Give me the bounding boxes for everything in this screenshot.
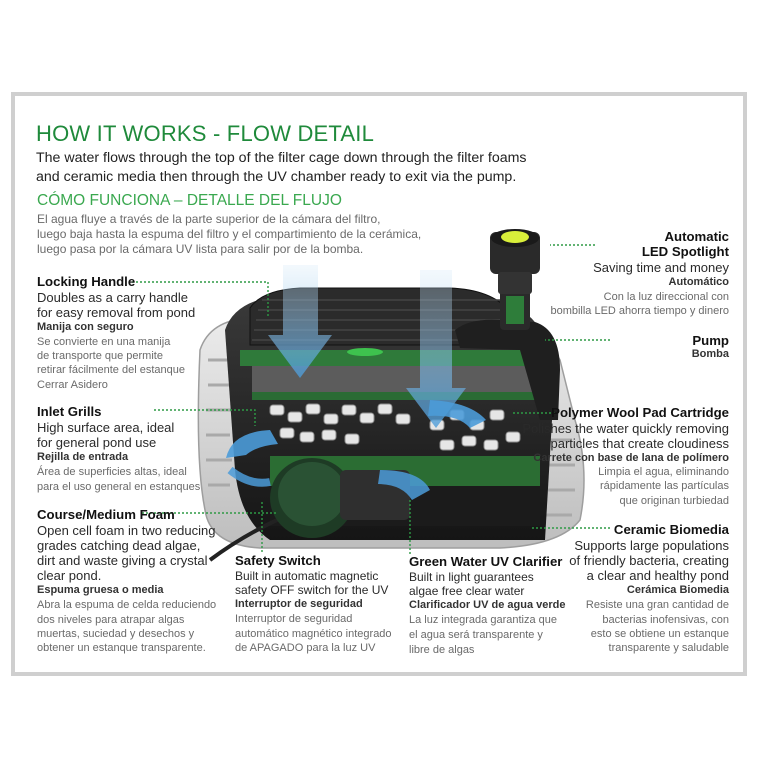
foam-es-4: obtener un estanque transparente. <box>37 642 206 654</box>
wool-pad-es-title: Carrete con base de lana de polímero <box>533 452 729 464</box>
foam-es-1: Abra la espuma de celda reduciendo <box>37 599 217 611</box>
ceramic-es-2: bacterias inofensivas, con <box>602 614 729 626</box>
locking-handle-es-2: de transporte que permite <box>37 350 163 362</box>
locking-handle-es-1: Se convierte en una manija <box>37 336 171 348</box>
pump-es-title: Bomba <box>691 348 729 360</box>
foam-desc-4: clear pond. <box>37 568 102 583</box>
locking-handle-es-title: Manija con seguro <box>37 321 134 333</box>
led-spotlight <box>490 229 540 294</box>
led-spotlight-title-1: Automatic <box>664 229 729 244</box>
ceramic-desc-3: a clear and healthy pond <box>586 568 729 583</box>
inlet-grills-desc-1: High surface area, ideal <box>37 420 175 435</box>
water-flow-arrows <box>226 265 486 500</box>
safety-switch-desc-1: Built in automatic magnetic <box>235 569 379 583</box>
uv-clarifier-es-2: el agua será transparente y <box>409 629 543 641</box>
pump-body <box>455 290 560 420</box>
ceramic-es-title: Cerámica Biomedia <box>626 584 729 596</box>
wool-pad-desc-2: particles that create cloudiness <box>550 436 729 451</box>
safety-switch-es-3: de APAGADO para la luz UV <box>235 642 376 654</box>
ceramic-es-4: transparente y saludable <box>608 642 729 654</box>
safety-switch-es-2: automático magnético integrado <box>235 628 392 640</box>
inlet-grills-desc-2: for general pond use <box>37 435 157 450</box>
ceramic-title: Ceramic Biomedia <box>613 522 729 537</box>
wool-pad-es-3: que originan turbiedad <box>619 495 729 507</box>
uv-clarifier-title: Green Water UV Clarifier <box>409 554 563 569</box>
uv-clarifier-desc-1: Built in light guarantees <box>409 570 534 584</box>
page-title: HOW IT WORKS - FLOW DETAIL <box>36 121 375 146</box>
spanish-intro-line-2: luego baja hasta la espuma del filtro y … <box>37 227 422 241</box>
foam-desc-1: Open cell foam in two reducing <box>37 523 216 538</box>
ceramic-media <box>269 403 521 451</box>
locking-handle-title: Locking Handle <box>37 274 136 289</box>
spanish-intro-line-1: El agua fluye a través de la parte super… <box>37 212 381 226</box>
ceramic-es-3: esto se obtiene un estanque <box>590 628 729 640</box>
ceramic-desc-1: Supports large populations <box>574 538 729 553</box>
safety-switch-es-1: Interruptor de seguridad <box>235 613 353 625</box>
uv-clarifier-es-3: libre de algas <box>409 644 475 656</box>
foam-desc-2: grades catching dead algae, <box>37 538 201 553</box>
safety-switch-es-title: Interruptor de seguridad <box>235 598 363 610</box>
intro-line-1: The water flows through the top of the f… <box>36 150 527 166</box>
safety-switch-title: Safety Switch <box>235 553 321 568</box>
foam-es-title: Espuma gruesa o media <box>37 584 164 596</box>
wool-pad-title: Polymer Wool Pad Cartridge <box>551 405 729 420</box>
foam-es-3: muertas, suciedad y desechos y <box>37 628 195 640</box>
inlet-grills-title: Inlet Grills <box>37 404 102 419</box>
led-spotlight-desc: Saving time and money <box>593 260 729 275</box>
inlet-grills-es-1: Área de superficies altas, ideal <box>37 466 187 478</box>
safety-switch <box>208 458 410 562</box>
uv-clarifier-es-title: Clarificador UV de agua verde <box>409 599 566 611</box>
uv-clarifier-desc-2: algae free clear water <box>409 584 525 598</box>
locking-handle-desc-2: for easy removal from pond <box>37 305 196 320</box>
uv-clarifier-es-1: La luz integrada garantiza que <box>409 614 557 626</box>
locking-handle-es-3: retirar fácilmente del estanque <box>37 364 185 376</box>
foam-es-2: dos niveles para atrapar algas <box>37 614 185 626</box>
wool-pad-desc-1: Polishes the water quickly removing <box>522 421 729 436</box>
ceramic-es-1: Resiste una gran cantidad de <box>585 599 729 611</box>
wool-pad-es-1: Limpia el agua, eliminando <box>598 466 729 478</box>
inlet-grills-es-title: Rejilla de entrada <box>37 451 129 463</box>
safety-switch-desc-2: safety OFF switch for the UV <box>235 583 389 597</box>
foam-title: Course/Medium Foam <box>37 507 175 522</box>
led-spotlight-es-title: Automático <box>668 276 730 288</box>
leader-lines <box>132 244 610 554</box>
led-spotlight-es-2: bombilla LED ahorra tiempo y dinero <box>550 305 729 317</box>
led-spotlight-title-2: LED Spotlight <box>641 244 729 259</box>
led-spotlight-es-1: Con la luz direccional con <box>603 291 729 303</box>
locking-handle-desc-1: Doubles as a carry handle <box>37 290 189 305</box>
foam-desc-3: dirt and waste giving a crystal <box>37 553 208 568</box>
wool-pad-es-2: rápidamente las partículas <box>599 480 729 492</box>
spanish-title: CÓMO FUNCIONA – DETALLE DEL FLUJO <box>37 192 342 209</box>
spanish-intro-line-3: luego pasa por la cámara UV lista para s… <box>37 242 364 256</box>
inlet-grills-es-2: para el uso general en estanques <box>37 481 201 493</box>
pump-title: Pump <box>692 333 729 348</box>
intro-line-2: and ceramic media then through the UV ch… <box>36 169 517 185</box>
ceramic-desc-2: of friendly bacteria, creating <box>569 553 729 568</box>
locking-handle-es-4: Cerrar Asidero <box>37 379 108 391</box>
